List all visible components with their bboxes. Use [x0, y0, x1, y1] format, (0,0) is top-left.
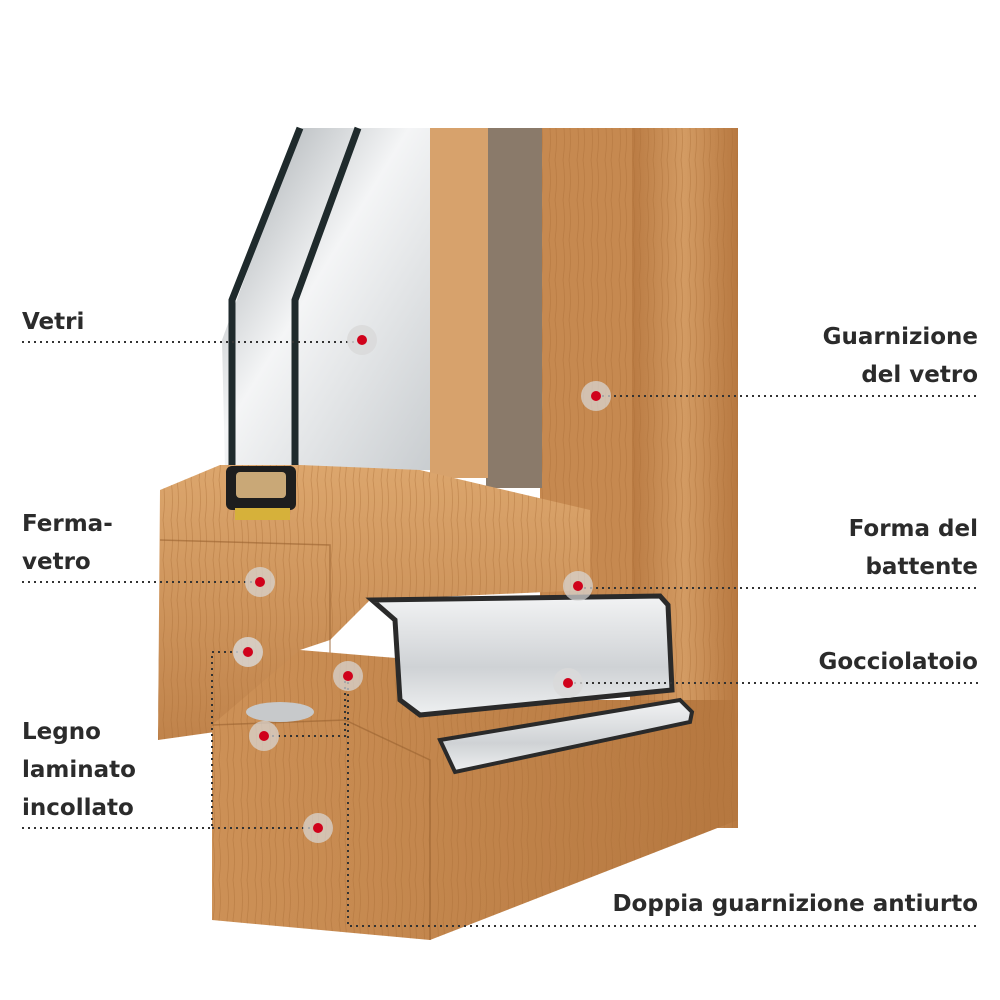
label-forma-battente: Forma del battente [849, 510, 978, 586]
frame-vertical [430, 128, 738, 828]
label-guarnizione-line-1: Guarnizione [822, 324, 978, 350]
marker-legno-upper [249, 721, 279, 751]
glass-panes [222, 126, 430, 470]
label-guarnizione-line-2: del vetro [861, 362, 978, 388]
marker-guarnizione [581, 381, 611, 411]
leader-legno-inner [266, 680, 346, 737]
label-fermavetro-line-1: Ferma- [22, 511, 113, 537]
label-fermavetro-line-2: vetro [22, 549, 91, 575]
label-legno-line-3: incollato [22, 795, 134, 821]
label-forma-line-1: Forma del [848, 516, 978, 542]
label-gocciolatoio-line-1: Gocciolatoio [818, 649, 978, 675]
leader-lines [22, 341, 978, 927]
label-doppia-guarnizione: Doppia guarnizione antiurto [612, 885, 978, 923]
label-legno-line-1: Legno [22, 719, 101, 745]
marker-doppia-guarnizione [333, 661, 363, 691]
marker-fermavetro [245, 567, 275, 597]
label-vetri-line-1: Vetri [22, 309, 85, 335]
marker-gasket [233, 637, 263, 667]
label-legno-line-2: laminato [22, 757, 136, 783]
label-fermavetro: Ferma- vetro [22, 505, 113, 581]
markers [233, 325, 611, 843]
sash-profile [158, 465, 590, 740]
label-doppia-line-1: Doppia guarnizione antiurto [612, 891, 978, 917]
marker-legno [303, 813, 333, 843]
marker-forma-battente [563, 571, 593, 601]
label-forma-line-2: battente [865, 554, 978, 580]
label-guarnizione-vetro: Guarnizione del vetro [823, 318, 978, 394]
marker-gocciolatoio [553, 668, 583, 698]
leader-legno [22, 651, 248, 829]
label-gocciolatoio: Gocciolatoio [818, 643, 978, 681]
label-vetri: Vetri [22, 303, 84, 341]
label-legno-laminato: Legno laminato incollato [22, 713, 136, 827]
marker-vetri [347, 325, 377, 355]
drip-profile [365, 593, 695, 775]
